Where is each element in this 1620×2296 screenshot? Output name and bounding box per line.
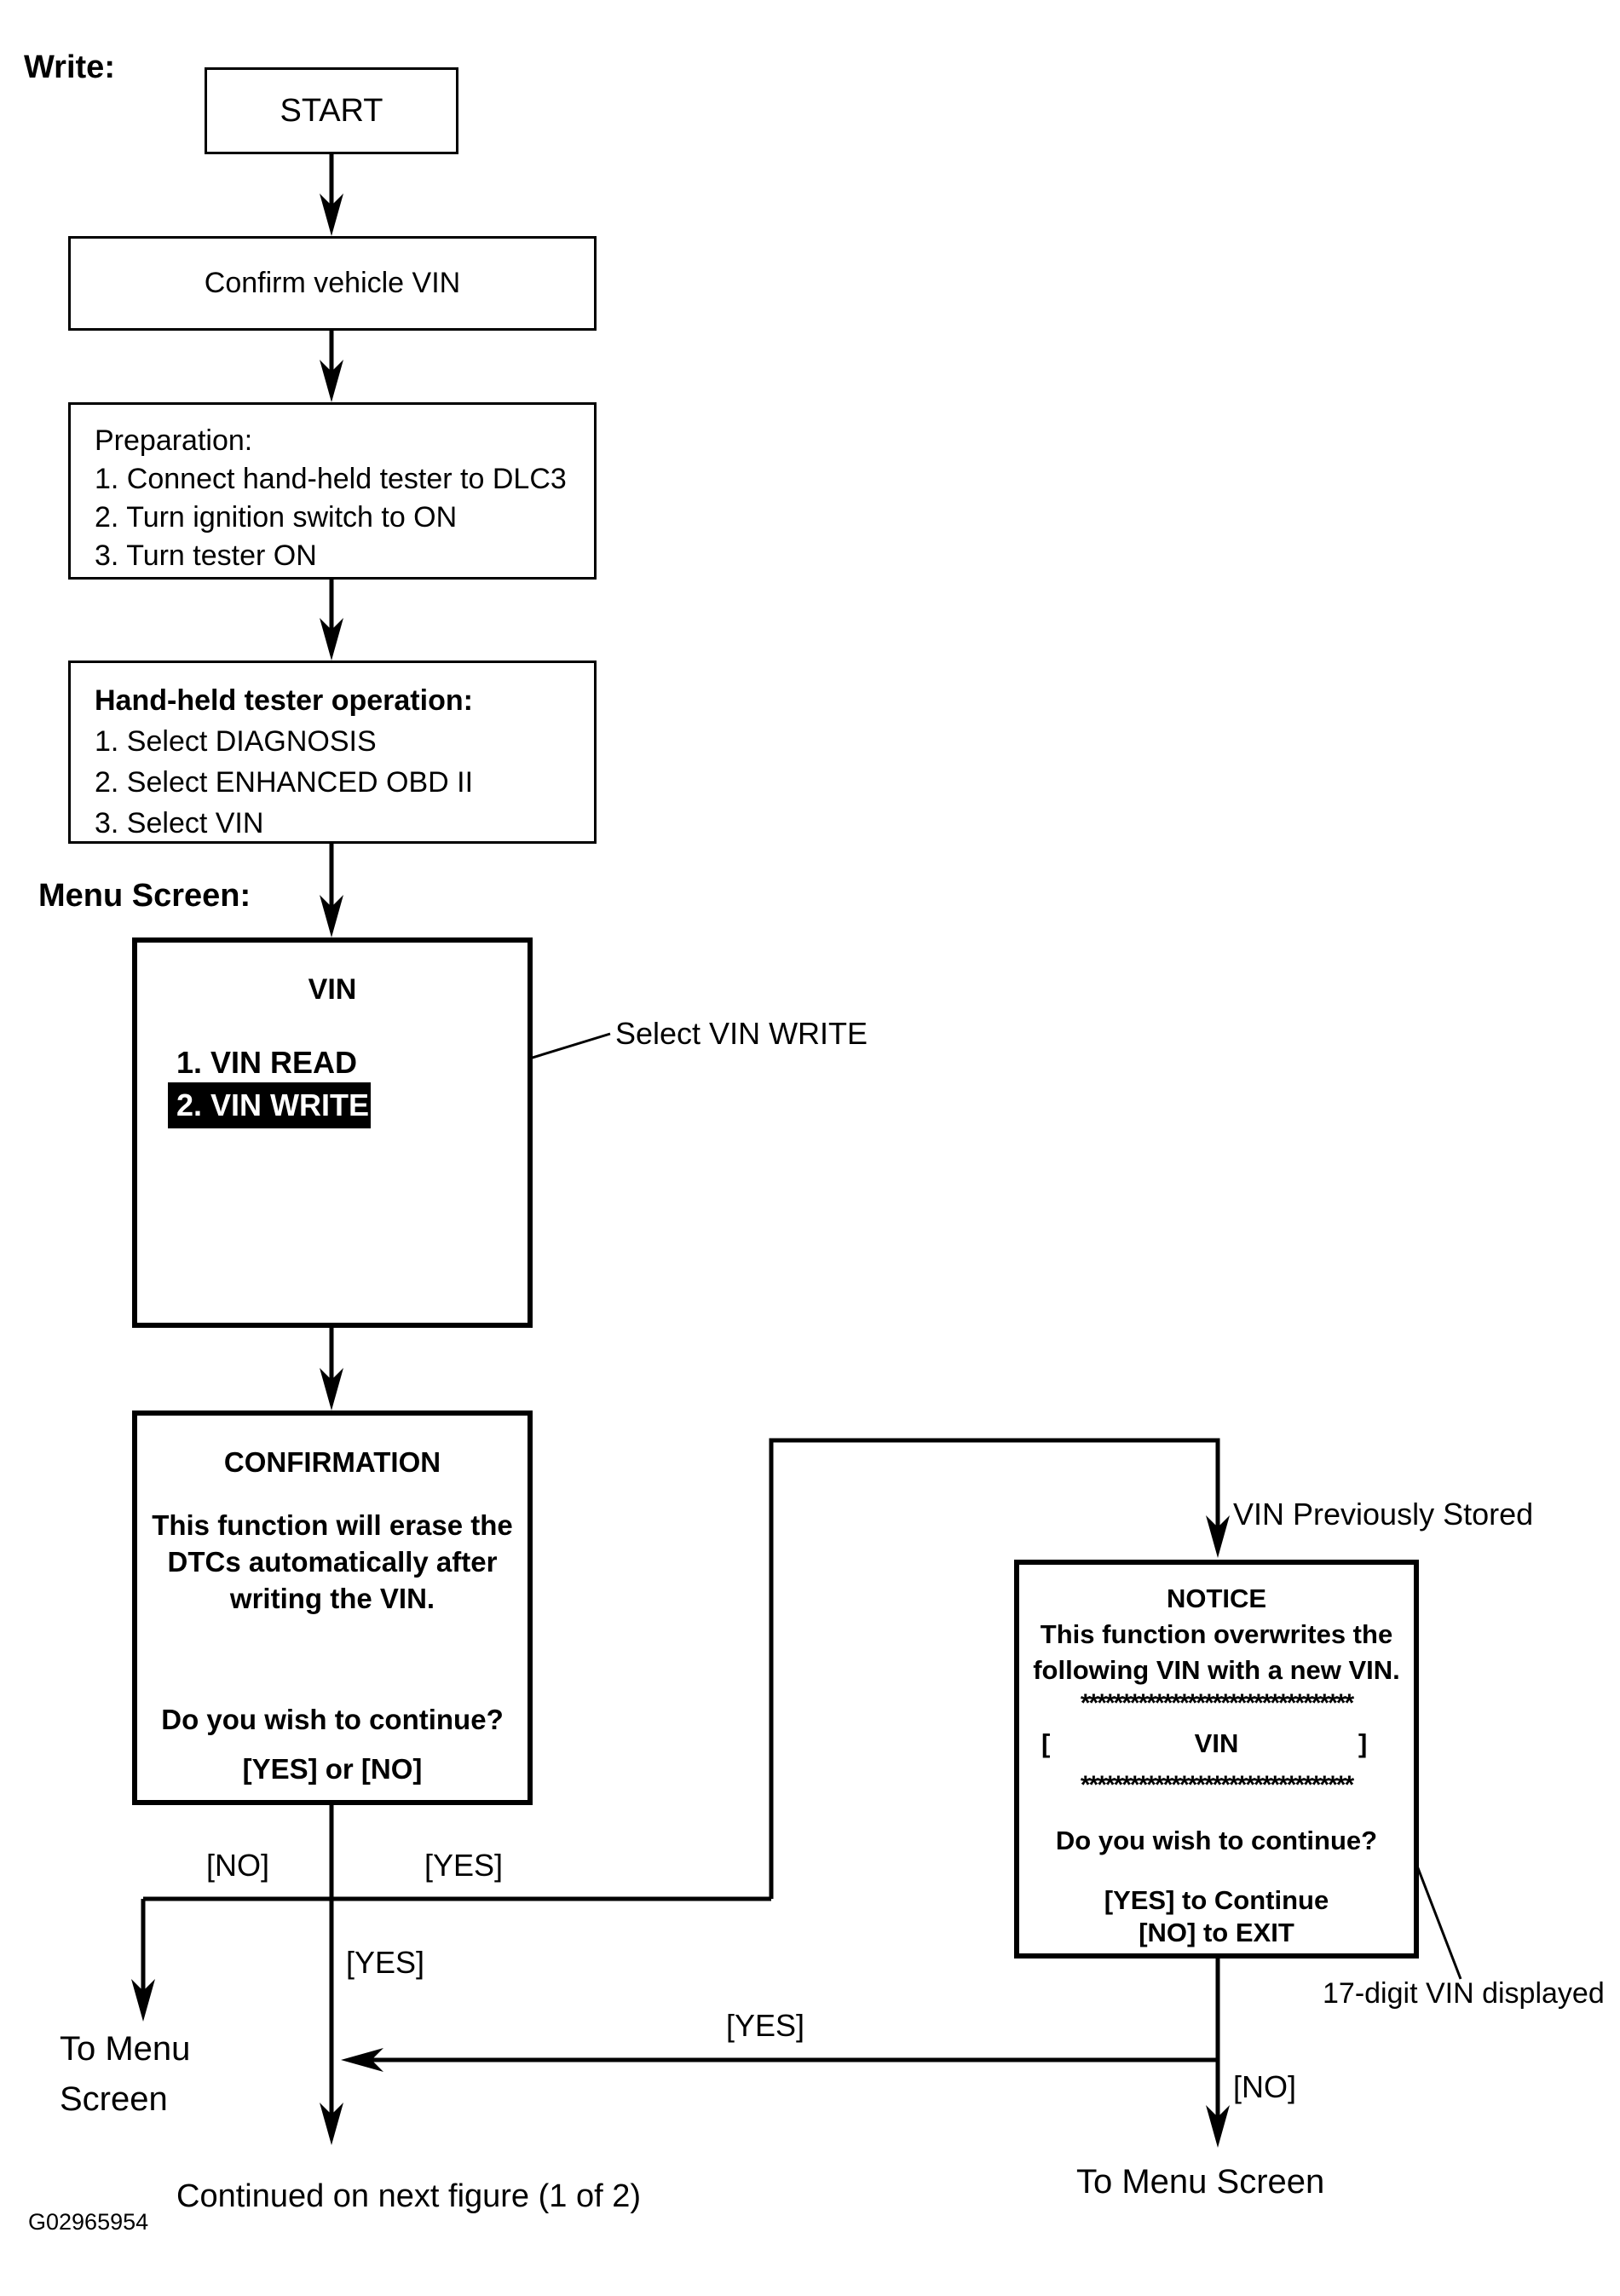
- confirmation-question: Do you wish to continue?: [161, 1704, 504, 1735]
- confirmation-options: [YES] or [NO]: [242, 1753, 423, 1785]
- vin-bracket-open: [: [1041, 1728, 1051, 1758]
- to-menu-screen-left: To Menu Screen: [60, 2030, 190, 2119]
- continued-note: Continued on next figure (1 of 2): [176, 2178, 642, 2214]
- notice-body-line: following VIN with a new VIN.: [1033, 1655, 1400, 1685]
- write-section-label: Write:: [24, 49, 115, 85]
- select-vin-write-annotation: Select VIN WRITE: [615, 1016, 868, 1051]
- branch-label-yes-down: [YES]: [346, 1945, 425, 1980]
- vin-previously-stored-annotation: VIN Previously Stored: [1233, 1497, 1534, 1532]
- tester-operation-step: 3. Select VIN: [95, 807, 264, 839]
- to-menu-screen-right: To Menu Screen: [1076, 2163, 1325, 2201]
- confirmation-body-line: This function will erase the: [152, 1509, 513, 1541]
- start-node: START: [205, 67, 458, 154]
- confirmation-title: CONFIRMATION: [223, 1446, 441, 1478]
- confirmation-body-line: writing the VIN.: [229, 1583, 435, 1614]
- tester-operation-title: Hand-held tester operation:: [95, 684, 473, 717]
- confirm-vin-label: Confirm vehicle VIN: [204, 267, 461, 299]
- to-menu-screen-left-line2: Screen: [60, 2080, 168, 2118]
- vin-menu-screen: VIN 1. VIN READ 2. VIN WRITE: [132, 937, 533, 1328]
- tester-operation-node: Hand-held tester operation: 1. Select DI…: [68, 661, 597, 844]
- notice-screen: NOTICE This function overwrites the foll…: [1014, 1560, 1419, 1959]
- menu-screen-section-label: Menu Screen:: [38, 878, 251, 914]
- vin-17-digit-annotation: 17-digit VIN displayed: [1323, 1977, 1605, 2010]
- preparation-step: 2. Turn ignition switch to ON: [95, 501, 458, 534]
- notice-asterisk-row: *********************************: [1080, 1689, 1354, 1717]
- preparation-node: Preparation: 1. Connect hand-held tester…: [68, 402, 597, 580]
- branch-label-yes: [YES]: [424, 1848, 504, 1883]
- tester-operation-step: 1. Select DIAGNOSIS: [95, 725, 377, 758]
- preparation-step: 1. Connect hand-held tester to DLC3: [95, 463, 567, 495]
- notice-vin-field: VIN: [1194, 1728, 1239, 1758]
- to-menu-screen-left-line1: To Menu: [60, 2030, 191, 2068]
- figure-code: G02965954: [28, 2209, 149, 2235]
- tester-operation-step: 2. Select ENHANCED OBD II: [95, 766, 474, 799]
- notice-option-yes: [YES] to Continue: [1104, 1885, 1329, 1915]
- preparation-step: 3. Turn tester ON: [95, 539, 317, 572]
- confirmation-body-line: DTCs automatically after: [167, 1546, 498, 1578]
- start-node-label: START: [280, 92, 383, 129]
- branch-label-notice-no: [NO]: [1233, 2069, 1297, 2104]
- menu-item-vin-read[interactable]: 1. VIN READ: [176, 1045, 358, 1080]
- vin-menu-title: VIN: [308, 973, 357, 1006]
- confirmation-screen: CONFIRMATION This function will erase th…: [132, 1410, 533, 1805]
- branch-label-notice-yes: [YES]: [726, 2008, 805, 2043]
- notice-title: NOTICE: [1166, 1584, 1267, 1613]
- notice-question: Do you wish to continue?: [1055, 1826, 1378, 1855]
- menu-item-vin-write-selected[interactable]: 2. VIN WRITE: [168, 1082, 371, 1128]
- vin-bracket-close: ]: [1358, 1728, 1368, 1758]
- notice-option-no: [NO] to EXIT: [1139, 1918, 1294, 1947]
- branch-label-no: [NO]: [206, 1848, 270, 1883]
- confirm-vin-node: Confirm vehicle VIN: [68, 236, 597, 331]
- notice-body-line: This function overwrites the: [1040, 1619, 1393, 1649]
- notice-asterisk-row: *********************************: [1080, 1771, 1354, 1799]
- preparation-title: Preparation:: [95, 424, 253, 457]
